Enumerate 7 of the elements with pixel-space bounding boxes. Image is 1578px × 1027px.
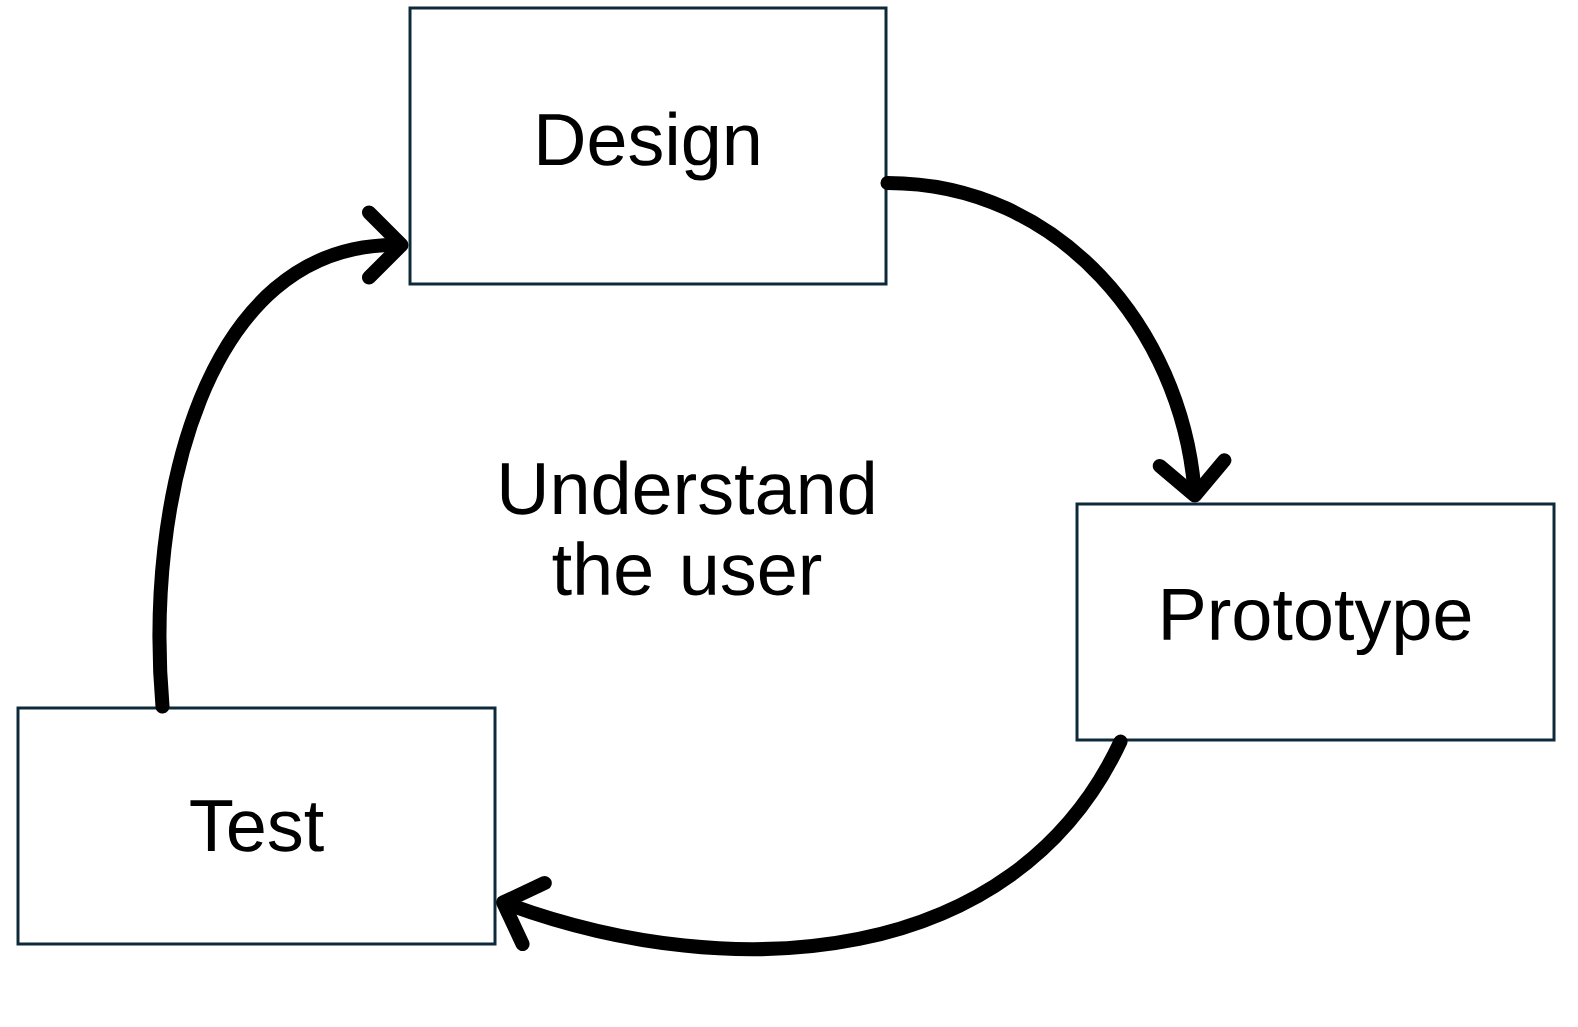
- process-box: Design: [408, 6, 888, 286]
- center-text: Understand the user: [501, 460, 873, 596]
- process-box: Test: [16, 706, 497, 946]
- process-box: Prototype: [1075, 502, 1556, 742]
- curved-arrow: [880, 176, 1232, 503]
- curved-arrow: [496, 734, 1128, 957]
- curved-arrow: [152, 205, 409, 714]
